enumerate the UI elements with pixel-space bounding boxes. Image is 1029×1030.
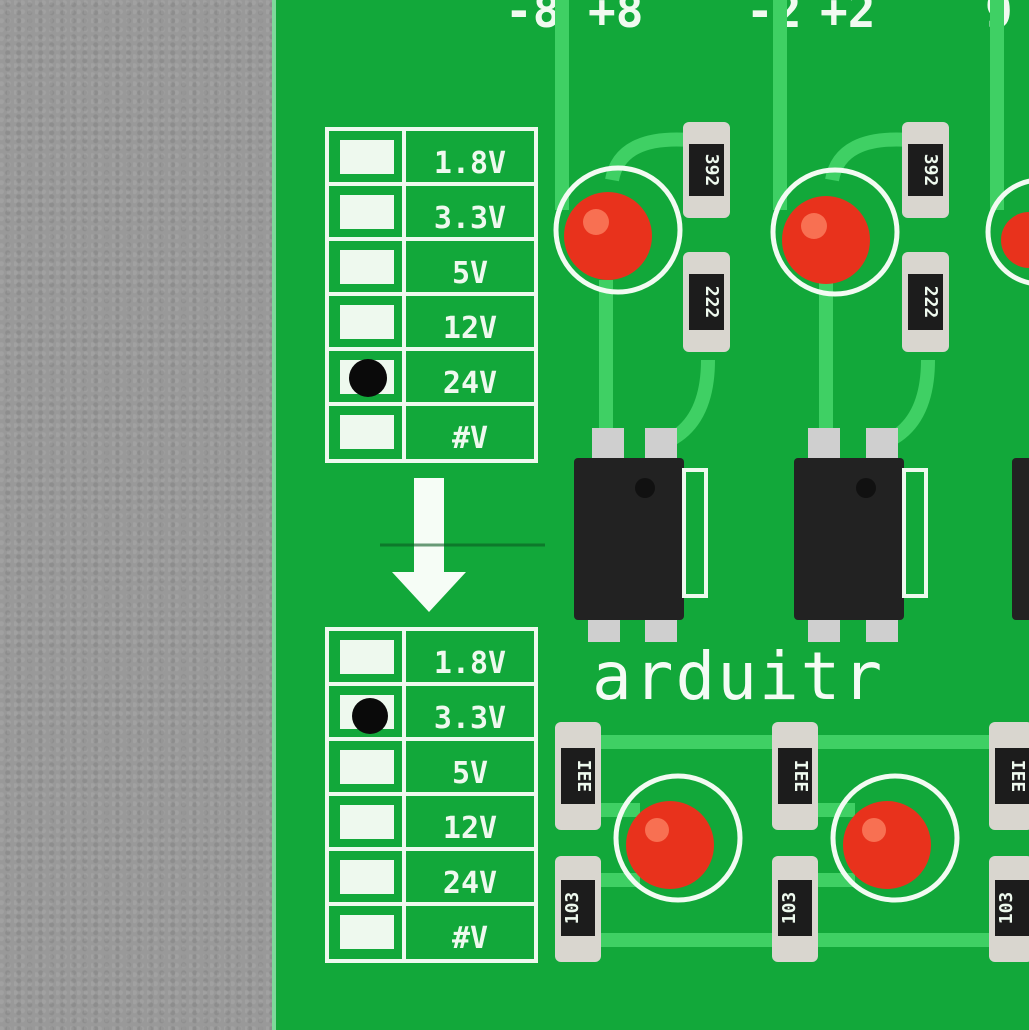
resistor-lower-a: 222 <box>683 252 730 352</box>
top-label-neg8: -8 <box>505 0 561 38</box>
voltage-label: 12V <box>443 311 497 346</box>
led-upper-3 <box>985 178 1029 286</box>
voltage-label: 5V <box>452 756 488 791</box>
svg-text:392: 392 <box>920 154 941 187</box>
optocoupler-chip-2 <box>794 428 928 642</box>
resistor-lower-b: 222 <box>902 252 949 352</box>
voltage-label: 24V <box>443 866 497 901</box>
led-bottom-1 <box>613 773 743 903</box>
resistor-bottom-2-bottom: 103 <box>772 856 818 962</box>
voltage-label: 1.8V <box>434 146 506 181</box>
resistor-bottom-2-top: IEE <box>772 722 818 830</box>
voltage-label: 3.3V <box>434 701 506 736</box>
top-label-pos2: +2 <box>820 0 876 38</box>
ink-mark-24v <box>349 359 387 397</box>
svg-text:222: 222 <box>920 286 941 319</box>
resistor-upper-a: 392 <box>683 122 730 218</box>
optocoupler-chip-3 <box>1012 458 1029 620</box>
svg-text:103: 103 <box>562 892 583 925</box>
resistor-bottom-3-bottom: 103 <box>989 856 1029 962</box>
svg-text:IEE: IEE <box>1007 760 1028 793</box>
down-arrow-icon <box>380 478 545 612</box>
resistor-bottom-1-top: IEE <box>555 722 601 830</box>
led-upper-2 <box>770 167 900 297</box>
svg-text:IEE: IEE <box>790 760 811 793</box>
led-bottom-2 <box>830 773 960 903</box>
resistor-upper-b: 392 <box>902 122 949 218</box>
voltage-label: 12V <box>443 811 497 846</box>
svg-text:103: 103 <box>996 892 1017 925</box>
resistor-bottom-1-bottom: 103 <box>555 856 601 962</box>
svg-text:392: 392 <box>701 154 722 187</box>
gray-tabletop <box>0 0 272 1030</box>
voltage-label: 1.8V <box>434 646 506 681</box>
svg-text:IEE: IEE <box>573 760 594 793</box>
voltage-table-lower: 1.8V 3.3V 5V 12V 24V #V <box>325 627 538 963</box>
resistor-bottom-3-top: IEE <box>989 722 1029 830</box>
led-upper-1 <box>553 165 683 295</box>
brand-silkscreen-text: arduitr <box>592 638 885 715</box>
svg-text:222: 222 <box>701 286 722 319</box>
voltage-label: 24V <box>443 366 497 401</box>
voltage-label: 5V <box>452 256 488 291</box>
voltage-label: #V <box>452 921 488 956</box>
optocoupler-chip-1 <box>574 428 708 642</box>
ink-mark-3v3 <box>352 698 388 734</box>
voltage-label: 3.3V <box>434 201 506 236</box>
svg-text:103: 103 <box>779 892 800 925</box>
voltage-table-upper: 1.8V 3.3V 5V 12V 24V #V <box>325 127 538 463</box>
voltage-label: #V <box>452 421 488 456</box>
top-label-pos8: +8 <box>588 0 644 38</box>
